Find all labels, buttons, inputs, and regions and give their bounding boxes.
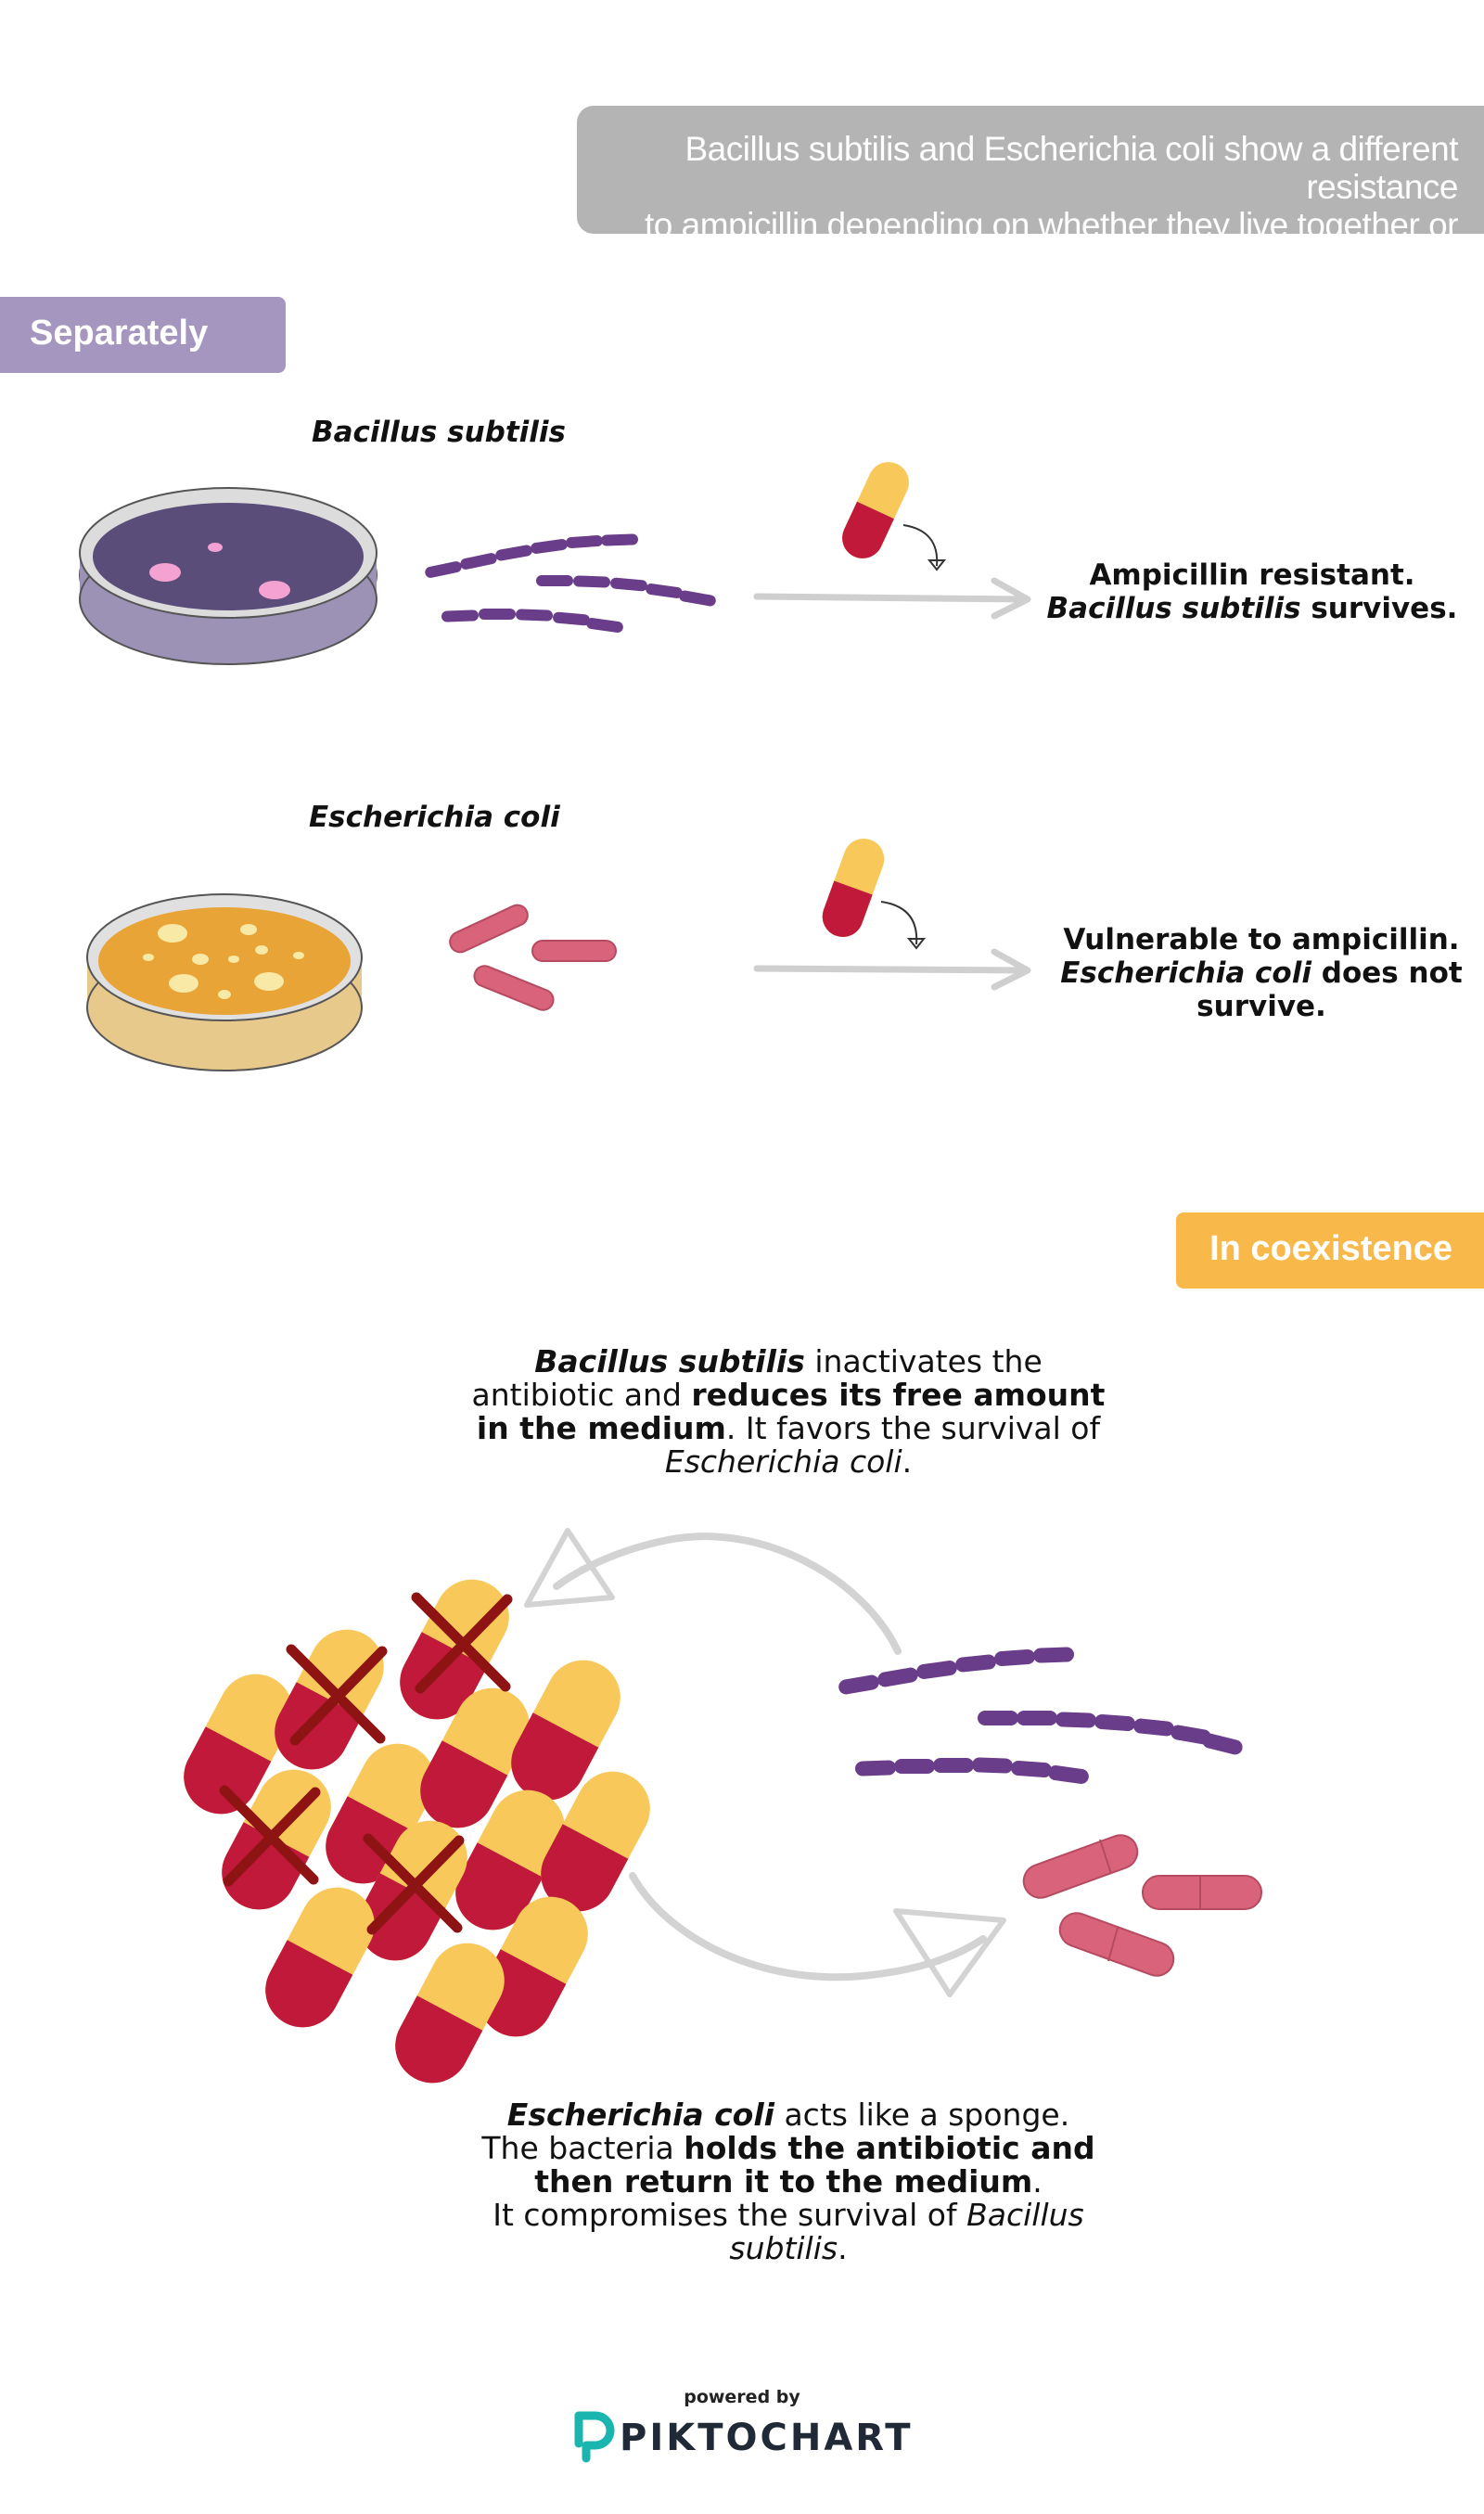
ecoli-result-line1: Vulnerable to ampicillin.: [1063, 923, 1460, 956]
cycle-arrow-icon: [524, 1528, 902, 1655]
header-banner: Bacillus subtilis and Escherichia coli s…: [577, 106, 1484, 282]
bottom-line-3: then return it to the medium.: [464, 2165, 1113, 2199]
ecoli-result-line2: Escherichia coli does not: [1030, 956, 1484, 990]
bottom-italic-5: subtilis: [729, 2230, 838, 2266]
bottom-plain-4: It compromises the survival of: [493, 2197, 967, 2233]
bottom-rest-3: .: [1032, 2163, 1043, 2200]
section-tag-separately: Separately: [0, 297, 286, 373]
ecoli-result-italic: Escherichia coli: [1060, 956, 1311, 990]
ecoli-title: Escherichia coli: [309, 801, 560, 834]
capsule-icon: [816, 832, 927, 950]
top-line-1: Bacillus subtilis inactivates the: [464, 1345, 1113, 1379]
arrow-right-icon: [753, 948, 1031, 991]
bacillus-result-rest: survives.: [1300, 592, 1458, 625]
arrow-right-icon: [753, 577, 1031, 620]
bottom-italic-4: Bacillus: [966, 2197, 1084, 2233]
header-text: Bacillus subtilis and Escherichia coli s…: [595, 130, 1459, 282]
bottom-italic-1: Escherichia coli: [506, 2097, 774, 2133]
top-italic-4: Escherichia coli: [664, 1443, 902, 1480]
header-line-2: to ampicillin depending on whether they …: [644, 206, 1459, 282]
header-line-1: Bacillus subtilis and Escherichia coli s…: [684, 130, 1458, 206]
section-tag-label: In coexistence: [1209, 1229, 1452, 1268]
powered-by-label: powered by: [684, 2387, 800, 2407]
top-rest-1: inactivates the: [804, 1343, 1043, 1379]
bottom-line-1: Escherichia coli acts like a sponge.: [464, 2098, 1113, 2132]
petri-dish-orange-icon: [86, 893, 363, 1071]
ecoli-rods-icon: [449, 904, 617, 1011]
bacillus-result-italic: Bacillus subtilis: [1046, 592, 1301, 625]
top-rest-4: .: [902, 1443, 913, 1480]
top-line-4: Escherichia coli.: [464, 1445, 1113, 1479]
capsule-icon: [835, 455, 947, 571]
ecoli-result-rest: does not: [1311, 956, 1463, 990]
bacillus-title: Bacillus subtilis: [312, 416, 566, 449]
top-plain-2: antibiotic and: [471, 1377, 692, 1413]
capsule-cluster: [171, 1566, 663, 2097]
top-bold-2: reduces its free amount: [691, 1377, 1106, 1413]
top-rest-3: . It favors the survival of: [725, 1410, 1101, 1446]
bottom-bold-3: then return it to the medium: [534, 2163, 1033, 2200]
top-line-2: antibiotic and reduces its free amount: [464, 1379, 1113, 1412]
bacillus-result: Ampicillin resistant. Bacillus subtilis …: [1020, 558, 1484, 625]
section-tag-label: Separately: [30, 314, 209, 353]
bacillus-chain-icon: [424, 533, 717, 634]
bottom-rest-1: acts like a sponge.: [774, 2097, 1070, 2133]
bottom-line-5: subtilis.: [464, 2232, 1113, 2265]
cycle-arrow-icon: [629, 1872, 1006, 1997]
bottom-plain-2: The bacteria: [481, 2130, 684, 2166]
bottom-bold-2: holds the antibiotic and: [684, 2130, 1095, 2166]
coexistence-top-text: Bacillus subtilis inactivates the antibi…: [464, 1345, 1113, 1479]
petri-dish-purple-icon: [79, 487, 377, 665]
bottom-line-2: The bacteria holds the antibiotic and: [464, 2132, 1113, 2165]
bacillus-result-line2: Bacillus subtilis survives.: [1020, 592, 1484, 625]
bacillus-result-line1: Ampicillin resistant.: [1089, 558, 1415, 592]
brand-name[interactable]: PIKTOCHART: [620, 2417, 914, 2459]
ecoli-result: Vulnerable to ampicillin. Escherichia co…: [1030, 923, 1484, 1023]
bottom-line-4: It compromises the survival of Bacillus: [464, 2199, 1113, 2232]
top-bold-3: in the medium: [476, 1410, 726, 1446]
top-line-3: in the medium. It favors the survival of: [464, 1412, 1113, 1445]
top-italic-1: Bacillus subtilis: [534, 1343, 805, 1379]
section-tag-coexistence: In coexistence: [1176, 1212, 1484, 1289]
bottom-rest-5: .: [838, 2230, 848, 2266]
bacillus-chain-icon: [837, 1647, 1245, 1785]
ecoli-rods-icon: [1022, 1834, 1262, 1977]
ecoli-result-line3: survive.: [1196, 990, 1326, 1023]
coexistence-bottom-text: Escherichia coli acts like a sponge. The…: [464, 2098, 1113, 2265]
piktochart-logo-icon: [574, 2411, 615, 2463]
